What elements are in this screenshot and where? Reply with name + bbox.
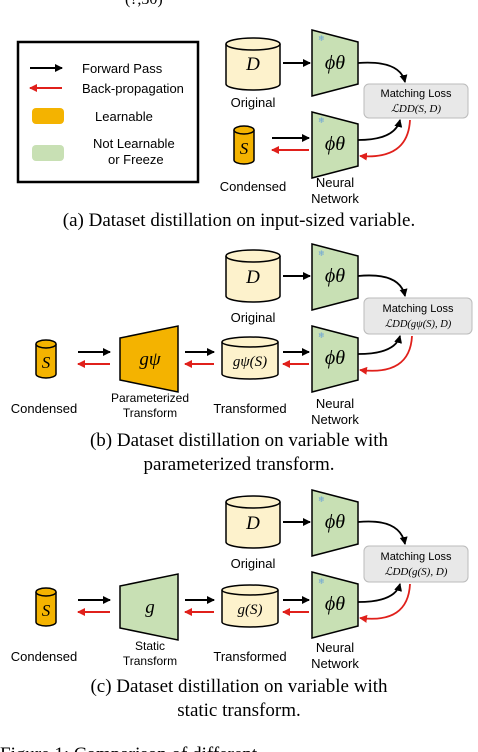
panel-c-frozen-snowflake-icon-2: ❄	[318, 577, 325, 586]
panel-b-network-label-2: Network	[311, 412, 359, 427]
panel-b-curve-bottom-to-loss	[357, 335, 402, 355]
panel-c-curve-top-to-loss	[357, 520, 408, 545]
panel-c-transform-label-1: Static	[135, 639, 165, 653]
panel-b-frozen-snowflake-icon: ❄	[318, 249, 325, 258]
panel-b-frozen-snowflake-icon-2: ❄	[318, 331, 325, 340]
panel-a-condensed-cylinder	[233, 125, 255, 165]
panel-b-network-top	[311, 243, 359, 311]
panel-b-original-cylinder	[225, 249, 281, 303]
panel-b-backprop-curve	[359, 335, 413, 375]
panel-b-net-symbol-top: ϕθ	[325, 265, 345, 287]
panel-b-loss-title: Matching Loss	[383, 303, 454, 315]
bottom-fragment-text: Figure 1: Comparison of different...	[0, 744, 271, 752]
panel-a-curve-bottom-to-loss	[357, 119, 403, 141]
panel-c: D Original ❄ ϕθ ❄ ϕθ Neural Network S Co…	[11, 489, 469, 721]
panel-c-condensed-label: Condensed	[11, 649, 78, 664]
panel-c-net-symbol-bottom: ϕθ	[325, 593, 345, 615]
panel-b-condensed-cylinder	[35, 339, 57, 379]
panel-a-matching-loss-box	[363, 83, 469, 119]
panel-c-curve-bottom-to-loss	[357, 583, 402, 603]
panel-b-caption-line-2: parameterized transform.	[144, 454, 335, 475]
panel-c-net-symbol-top: ϕθ	[325, 511, 345, 533]
legend-forward-label: Forward Pass	[82, 61, 163, 76]
panel-a-backprop-curve	[359, 119, 411, 161]
panel-b-condensed-label: Condensed	[11, 401, 78, 416]
panel-b-condensed-symbol: S	[42, 353, 51, 372]
panel-a-network-bottom	[311, 111, 359, 179]
panel-c-transformed-cylinder	[221, 584, 279, 628]
panel-c-caption-line-1: (c) Dataset distillation on variable wit…	[90, 676, 388, 697]
panel-b-network-label-1: Neural	[316, 396, 354, 411]
panel-c-caption-line-2: static transform.	[177, 700, 300, 721]
panel-a-net-symbol-top: ϕθ	[325, 52, 345, 74]
panel-c-network-label-2: Network	[311, 656, 359, 671]
panel-c-static-transform	[119, 573, 179, 641]
panel-c-loss-formula: ℒDD(g(S), D)	[385, 566, 448, 578]
panel-a-loss-formula: ℒDD(S, D)	[391, 103, 441, 115]
panel-b-transform-label-2: Transform	[123, 406, 177, 420]
panel-b-net-symbol-bottom: ϕθ	[325, 347, 345, 369]
panel-b-loss-formula: ℒDD(gψ(S), D)	[385, 319, 452, 330]
legend-learnable-swatch	[32, 108, 64, 124]
panel-b-network-bottom	[311, 325, 359, 393]
panel-b-transformed-symbol: gψ(S)	[233, 354, 267, 370]
panel-c-transform-label-2: Transform	[123, 654, 177, 668]
panel-a-frozen-snowflake-icon-2: ❄	[318, 116, 325, 125]
panel-a-condensed-symbol: S	[240, 139, 249, 158]
panel-c-original-symbol: D	[245, 513, 260, 534]
panel-b-transform-symbol: gψ	[139, 349, 162, 370]
panel-b-transformed-label: Transformed	[213, 401, 286, 416]
panel-c-loss-title: Matching Loss	[381, 551, 452, 563]
panel-a-caption: (a) Dataset distillation on input-sized …	[63, 210, 415, 231]
legend-backprop-label: Back-propagation	[82, 81, 184, 96]
panel-c-condensed-cylinder	[35, 587, 57, 627]
panel-b-caption-line-1: (b) Dataset distillation on variable wit…	[90, 430, 389, 451]
panel-a: D Original ❄ ϕθ ❄ ϕθ Neural Network S Co…	[63, 29, 469, 231]
panel-b: D Original ❄ ϕθ ❄ ϕθ Neural Network S Co…	[11, 243, 473, 475]
panel-b-matching-loss-box	[363, 297, 473, 335]
panel-a-network-label-2: Network	[311, 191, 359, 206]
panel-c-network-bottom	[311, 571, 359, 639]
panel-a-curve-top-to-loss	[357, 61, 408, 83]
panel-c-transform-symbol: g	[145, 597, 155, 618]
legend-frozen-swatch	[32, 145, 64, 161]
panel-c-network-top	[311, 489, 359, 557]
panel-a-net-symbol-bottom: ϕθ	[325, 133, 345, 155]
panel-a-frozen-snowflake-icon: ❄	[318, 34, 325, 43]
panel-c-backprop-curve	[359, 583, 411, 623]
legend: Forward Pass Back-propagation Learnable …	[16, 40, 200, 184]
panel-c-original-label: Original	[231, 556, 276, 571]
panel-c-network-label-1: Neural	[316, 640, 354, 655]
panel-a-network-label-1: Neural	[316, 175, 354, 190]
panel-b-curve-top-to-loss	[357, 274, 408, 297]
legend-learnable-label: Learnable	[95, 109, 153, 124]
panel-c-matching-loss-box	[363, 545, 469, 583]
legend-frozen-label-1: Not Learnable	[93, 136, 175, 151]
panel-c-transformed-symbol: g(S)	[238, 602, 263, 618]
panel-c-original-cylinder	[225, 495, 281, 549]
panel-b-parameterized-transform	[119, 325, 179, 393]
panel-c-transformed-label: Transformed	[213, 649, 286, 664]
panel-a-original-cylinder	[225, 37, 281, 91]
legend-frozen-label-2: or Freeze	[108, 152, 164, 167]
panel-a-loss-title: Matching Loss	[381, 88, 452, 100]
panel-a-network-top	[311, 29, 359, 97]
panel-b-original-symbol: D	[245, 267, 260, 288]
panel-a-original-label: Original	[231, 95, 276, 110]
panel-b-transform-label-1: Parameterized	[111, 391, 189, 405]
panel-c-frozen-snowflake-icon: ❄	[318, 495, 325, 504]
panel-a-original-symbol: D	[245, 54, 260, 75]
panel-b-transformed-cylinder	[221, 336, 279, 380]
panel-c-condensed-symbol: S	[42, 601, 51, 620]
top-fragment-text: (?,30)	[125, 0, 163, 8]
panel-b-original-label: Original	[231, 310, 276, 325]
panel-a-condensed-label: Condensed	[220, 179, 287, 194]
